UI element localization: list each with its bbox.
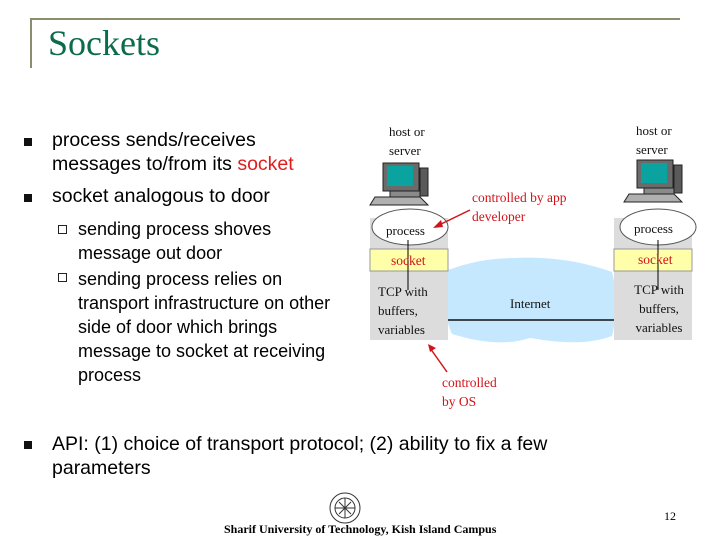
left-host-label: host or server: [389, 124, 425, 158]
left-process-label: process: [386, 223, 425, 238]
bullet-1-socket-word: socket: [237, 153, 294, 175]
university-logo: [329, 492, 361, 524]
right-process-label: process: [634, 221, 673, 236]
controlled-by-app-label: controlled by app developer: [472, 190, 567, 224]
bullet-1-text: process sends/receives messages to/from …: [52, 129, 256, 175]
slide-title: Sockets: [48, 23, 160, 63]
left-process-ellipse: [371, 208, 449, 246]
page-number: 12: [664, 509, 676, 523]
sub-bullet-1: sending process shoves message out door: [78, 219, 272, 263]
os-arrow: [429, 347, 448, 373]
title-border-horizontal: [30, 18, 680, 20]
left-tcp-label: TCP with buffers, variables: [378, 284, 428, 337]
title-border-vertical: [30, 18, 32, 68]
sub-bullet-marker: [58, 273, 67, 282]
left-socket-label: socket: [391, 253, 426, 268]
bullet-2: socket analogous to door: [52, 185, 270, 207]
right-socket-label: socket: [638, 252, 673, 267]
sub-bullet-2: sending process relies on transport infr…: [78, 269, 331, 385]
sub-bullet-marker: [58, 225, 67, 234]
right-computer-icon: [623, 159, 684, 203]
bullet-3: API: (1) choice of transport protocol; (…: [52, 433, 548, 479]
internet-label: Internet: [510, 296, 551, 311]
right-host-label: host or server: [636, 123, 672, 157]
right-tcp-label: TCP with buffers, variables: [634, 282, 684, 335]
bullet-marker: [24, 441, 32, 449]
right-socket-box: [613, 248, 693, 272]
left-socket-box: [369, 248, 449, 272]
bullet-marker: [24, 138, 32, 146]
app-developer-arrow: [436, 209, 471, 227]
bullet-1: process sends/receives messages to/from …: [52, 128, 342, 176]
internet-cloud: [444, 257, 616, 343]
footer-university: Sharif University of Technology, Kish Is…: [224, 522, 497, 536]
controlled-by-os-label: controlled by OS: [442, 375, 497, 409]
bullet-marker: [24, 194, 32, 202]
left-computer-icon: [369, 162, 430, 206]
